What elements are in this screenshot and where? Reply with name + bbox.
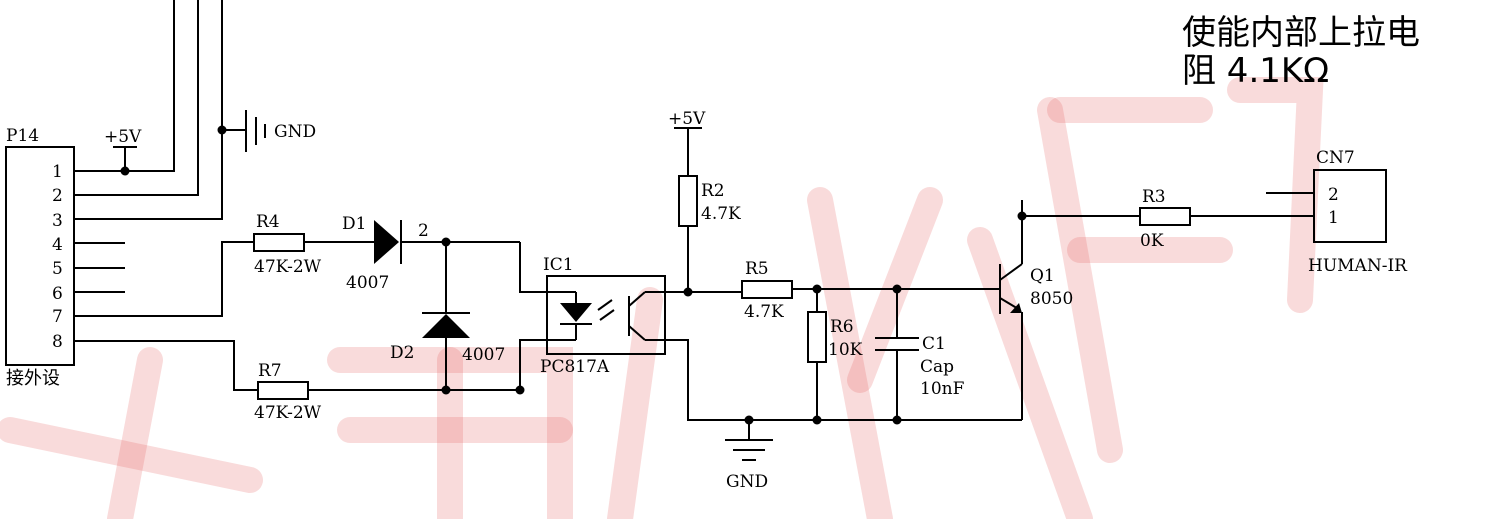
watermark — [0, 77, 1324, 519]
cn7-pin-1: 1 — [1328, 208, 1339, 228]
vcc-left: +5V — [104, 127, 142, 176]
c1-capacitor: C1 Cap 10nF — [875, 289, 965, 425]
note-line-1: 使能内部上拉电 — [1182, 13, 1420, 53]
r7-value: 47K-2W — [254, 403, 322, 423]
ic1-value: PC817A — [540, 357, 610, 377]
gnd-bottom-label: GND — [726, 472, 768, 492]
connector-cn7: 2 1 CN7 HUMAN-IR — [1266, 148, 1408, 276]
p14-pin-7: 7 — [52, 307, 63, 327]
note-line-2: 阻 4.1KΩ — [1182, 51, 1329, 91]
r4-value: 47K-2W — [254, 257, 322, 277]
cn7-pin-2: 2 — [1328, 185, 1339, 205]
r3-ref: R3 — [1142, 187, 1166, 207]
p14-pin-8: 8 — [52, 332, 63, 352]
d1-diode: D1 4007 2 — [342, 214, 520, 293]
gnd-bottom: GND — [725, 415, 773, 492]
r3-resistor: R3 0K — [1022, 187, 1314, 251]
r5-value: 4.7K — [744, 302, 784, 322]
p14-pin-5: 5 — [52, 259, 63, 279]
cn7-name: HUMAN-IR — [1308, 256, 1408, 276]
d2-ref: D2 — [390, 343, 414, 363]
q1-value: 8050 — [1030, 289, 1073, 309]
gnd-top: GND — [217, 110, 316, 152]
r2-value: 4.7K — [701, 204, 741, 224]
ic1-ref: IC1 — [543, 255, 574, 275]
r7-resistor: R7 47K-2W — [254, 361, 525, 423]
connector-p14: P14 1 2 3 4 5 6 7 8 接外设 — [5, 126, 75, 389]
r7-ref: R7 — [258, 361, 282, 381]
c1-ref: C1 — [922, 334, 946, 354]
r2-resistor: R2 4.7K — [678, 175, 741, 292]
d2-diode: D2 4007 — [390, 242, 505, 395]
r3-value: 0K — [1140, 231, 1164, 251]
r4-resistor: R4 47K-2W — [253, 212, 374, 277]
d1-ref: D1 — [342, 214, 366, 234]
r6-value: 10K — [828, 340, 863, 360]
cn7-ref: CN7 — [1316, 148, 1355, 168]
p14-pin-4: 4 — [52, 235, 63, 255]
p14-ref: P14 — [6, 126, 39, 146]
vcc-mid-label: +5V — [668, 109, 706, 129]
p14-pin-2: 2 — [52, 186, 63, 206]
r2-ref: R2 — [701, 181, 725, 201]
r6-ref: R6 — [830, 317, 854, 337]
vcc-mid: +5V — [668, 109, 706, 176]
pullup-note: 使能内部上拉电 阻 4.1KΩ — [1182, 13, 1420, 91]
ic1-optocoupler: IC1 PC817A — [519, 242, 666, 390]
p14-pin-1: 1 — [52, 162, 63, 182]
r5-ref: R5 — [745, 259, 769, 279]
q1-transistor: Q1 8050 — [999, 200, 1073, 420]
q1-ref: Q1 — [1030, 266, 1055, 286]
p14-wires — [74, 0, 258, 391]
d1-pin: 2 — [418, 221, 429, 241]
r6-resistor: R6 10K — [807, 289, 863, 425]
p14-pin-3: 3 — [52, 211, 63, 231]
p14-pin-6: 6 — [52, 284, 63, 304]
c1-type: Cap — [920, 357, 954, 377]
d2-value: 4007 — [462, 345, 505, 365]
p14-name: 接外设 — [6, 368, 60, 389]
c1-value: 10nF — [920, 379, 965, 399]
gnd-top-label: GND — [274, 122, 316, 142]
p14-body — [5, 146, 75, 366]
vcc-left-label: +5V — [104, 127, 142, 147]
r5-resistor: R5 4.7K — [741, 259, 1000, 322]
r4-ref: R4 — [256, 212, 280, 232]
d1-value: 4007 — [346, 273, 389, 293]
